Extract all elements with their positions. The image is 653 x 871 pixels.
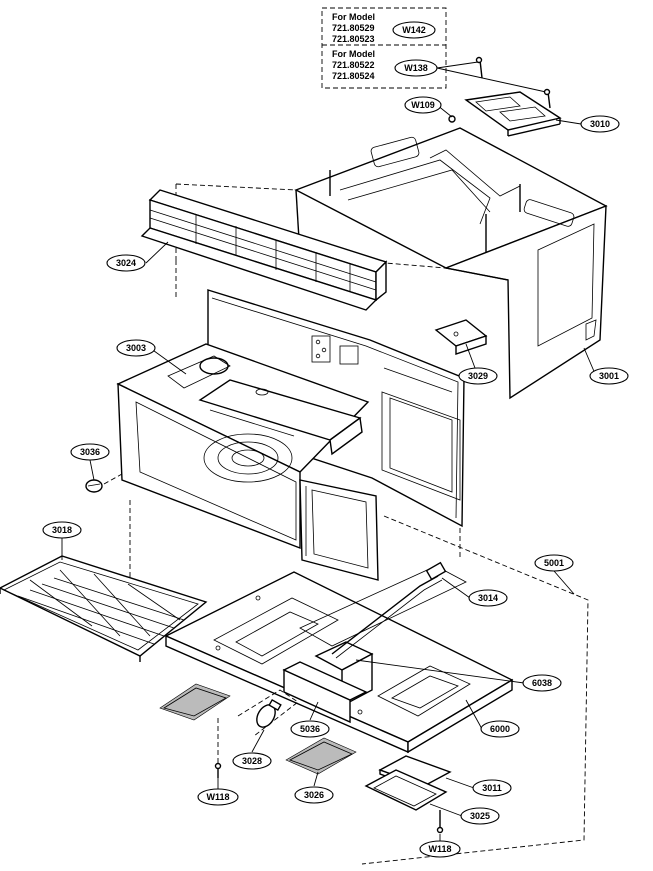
callout-3029: 3029 — [468, 371, 488, 381]
callout-3036: 3036 — [80, 447, 100, 457]
screws-top — [448, 56, 551, 123]
callout-oval — [197, 788, 239, 806]
model-box-2-model-b: 721.80524 — [332, 71, 375, 81]
callout-3014: 3014 — [478, 593, 498, 603]
callout-oval — [472, 779, 512, 797]
part-3014-wire-harness — [331, 561, 447, 659]
callout-oval — [294, 786, 334, 804]
part-3018-rack — [0, 555, 208, 662]
part-3001-outer-cabinet — [294, 127, 608, 400]
callout-oval — [116, 339, 156, 357]
screw-head — [543, 88, 551, 96]
connector — [425, 561, 447, 581]
callout-oval — [522, 674, 562, 692]
rack-frame — [0, 555, 208, 657]
side-panel-recess — [537, 223, 595, 347]
bracket-slot — [499, 106, 546, 122]
callout-oval — [290, 720, 330, 738]
callout-5001: 5001 — [544, 558, 564, 568]
callout-oval — [480, 720, 520, 738]
assembly-bracket — [361, 515, 589, 865]
part-3029-bracket — [434, 319, 488, 355]
grille-lip — [140, 227, 378, 311]
grease-filter-left — [159, 683, 231, 721]
grille-side — [375, 260, 387, 302]
callout-6038: 6038 — [532, 678, 552, 688]
filter-recess — [213, 597, 339, 665]
callout-W118-left: W118 — [206, 792, 229, 802]
bracket-plate — [464, 91, 562, 131]
callout-W142: W142 — [402, 25, 426, 35]
bracket-slot — [475, 96, 521, 112]
vent-opening — [523, 199, 575, 227]
turntable — [203, 433, 293, 483]
callout-W109: W109 — [411, 100, 435, 110]
callout-3024: 3024 — [116, 258, 136, 268]
callout-oval — [580, 115, 620, 133]
callout-W118-right: W118 — [428, 844, 451, 854]
model-box-group: For Model 721.80529 721.80523 W142 For M… — [321, 7, 547, 93]
part-3036-latch — [85, 473, 123, 493]
callout-3018: 3018 — [52, 525, 72, 535]
callout-oval — [589, 367, 629, 385]
part-3010-bracket — [464, 91, 562, 137]
callout-oval — [404, 96, 442, 114]
callout-oval — [419, 840, 461, 858]
model-box-1-model-a: 721.80529 — [332, 23, 375, 33]
callout-leaders — [61, 104, 597, 842]
callout-3028: 3028 — [242, 756, 262, 766]
callout-3011: 3011 — [482, 783, 502, 793]
part-3024-vent-grille — [140, 189, 388, 311]
callout-3003: 3003 — [126, 343, 146, 353]
callout-oval — [458, 367, 498, 385]
model-box-frame — [321, 7, 447, 89]
screw-shaft — [479, 59, 483, 79]
callout-6000: 6000 — [490, 724, 510, 734]
screws-w118 — [214, 718, 444, 834]
callout-oval-W142 — [392, 21, 436, 39]
callout-oval — [468, 589, 508, 607]
filter-recess — [377, 665, 471, 717]
screw-w109 — [448, 115, 456, 123]
model-box-1-heading: For Model — [332, 12, 375, 22]
vent-opening — [370, 136, 420, 168]
model-box-2-heading: For Model — [332, 49, 375, 59]
callout-oval — [534, 554, 574, 572]
control-board — [311, 335, 331, 363]
part-3026-grease-filter — [285, 737, 357, 775]
cavity-opening — [135, 401, 297, 541]
callout-oval — [106, 254, 146, 272]
callout-3026: 3026 — [304, 790, 324, 800]
callout-oval — [70, 443, 110, 461]
callout-3001: 3001 — [599, 371, 619, 381]
callouts: W109 3010 3024 3001 3029 3003 3036 3018 … — [42, 96, 629, 858]
part-3025-filter-frame — [364, 769, 448, 811]
part-5036-lamp-cover — [282, 661, 368, 724]
callout-oval — [460, 807, 500, 825]
screw-head — [475, 56, 483, 64]
callout-oval — [42, 521, 82, 539]
callout-5036: 5036 — [300, 724, 320, 734]
leader-W138-a — [436, 61, 479, 69]
door-hinge-frame — [299, 479, 379, 581]
model-box-1-model-b: 721.80523 — [332, 34, 375, 44]
callout-oval — [232, 752, 272, 770]
door-window-frame — [381, 391, 461, 501]
callout-3025: 3025 — [470, 811, 490, 821]
part-3003-oven-cavity — [116, 343, 370, 550]
model-box-2-model-a: 721.80522 — [332, 60, 375, 70]
leader-W138-b — [436, 67, 547, 93]
callout-W138: W138 — [404, 63, 428, 73]
part-3028-lamp-bulb — [237, 689, 299, 737]
callout-3010: 3010 — [590, 119, 610, 129]
